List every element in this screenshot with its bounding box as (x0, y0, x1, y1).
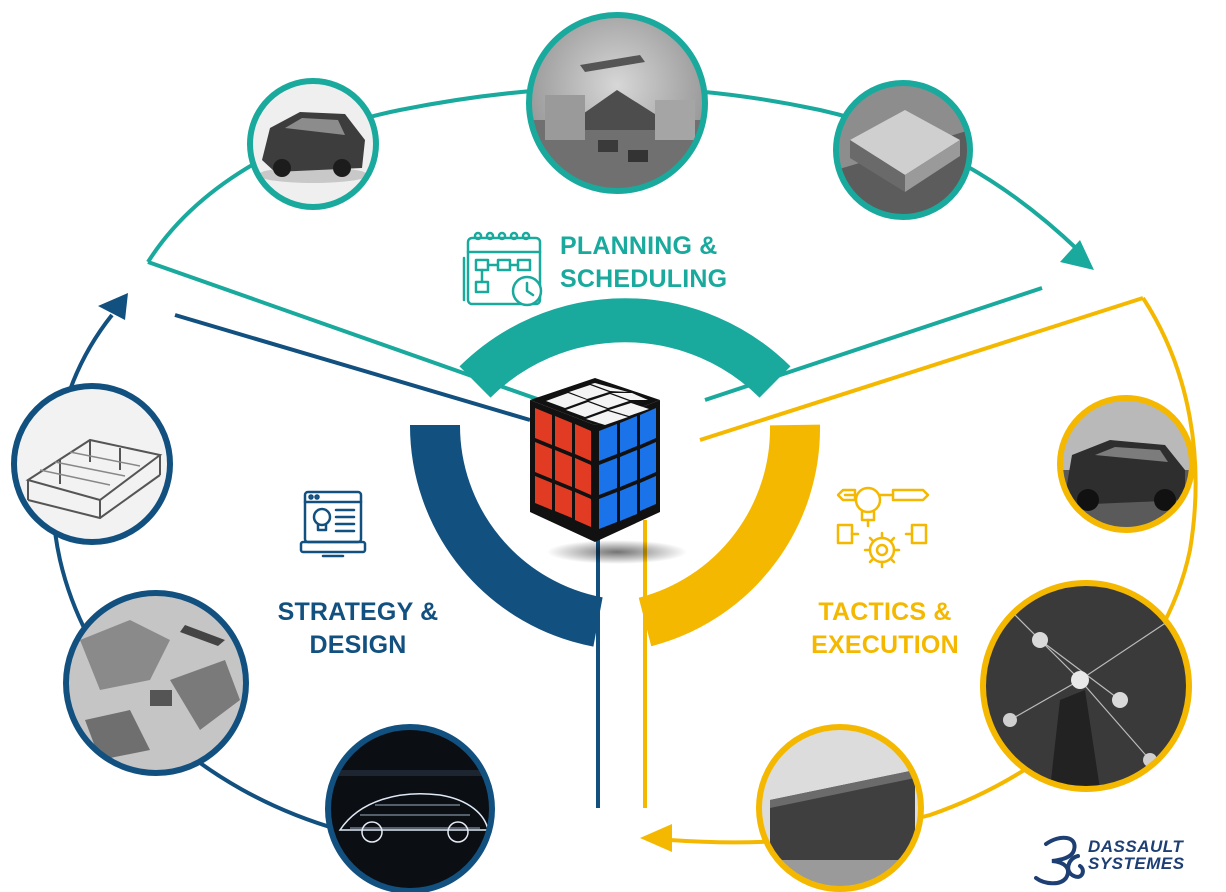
label-strategy-design: STRATEGY & DESIGN (258, 596, 458, 662)
arrowhead-planning (1060, 240, 1094, 270)
separator-strategy (174, 313, 531, 422)
logo-line1: DASSAULT (1088, 837, 1184, 856)
arc-strategy (409, 424, 604, 647)
label-tactics-line1: TACTICS & (818, 598, 952, 626)
lightbulb-monitor-icon (299, 490, 367, 558)
separator-planning (147, 260, 541, 402)
label-tactics-execution: TACTICS & EXECUTION (800, 596, 970, 662)
label-planning-scheduling: PLANNING & SCHEDULING (560, 230, 727, 296)
label-planning-line1: PLANNING & (560, 232, 718, 260)
dassault-logo: DASSAULT SYSTEMES (1088, 838, 1185, 872)
separator-tactics (699, 296, 1144, 442)
photo-logistics-hub (526, 12, 708, 194)
photo-sports-car (247, 78, 379, 210)
logo-line2: SYSTEMES (1088, 854, 1185, 873)
photo-warehouse-aerial (833, 80, 973, 220)
arrowhead-tactics (640, 824, 672, 852)
label-tactics-line2: EXECUTION (811, 631, 959, 659)
dassault-logo-mark (1034, 835, 1085, 886)
photo-steel-frame (11, 383, 173, 545)
photo-wireframe-car (325, 724, 495, 892)
label-strategy-line1: STRATEGY & (277, 598, 439, 626)
calendar-flowchart-icon (462, 231, 543, 307)
lightbulb-gear-icon (836, 486, 930, 569)
label-strategy-line2: DESIGN (309, 631, 407, 659)
arc-tactics (638, 424, 821, 647)
separator-planning-right (704, 286, 1043, 402)
arrowhead-strategy (98, 293, 128, 320)
photo-network-people (980, 580, 1192, 792)
photo-suv (1057, 395, 1195, 533)
photo-industrial-building (756, 724, 924, 892)
photo-global-logistics-map (63, 590, 249, 776)
label-planning-line2: SCHEDULING (560, 265, 728, 293)
arc-planning (459, 298, 791, 398)
rubiks-cube-icon (530, 378, 687, 564)
